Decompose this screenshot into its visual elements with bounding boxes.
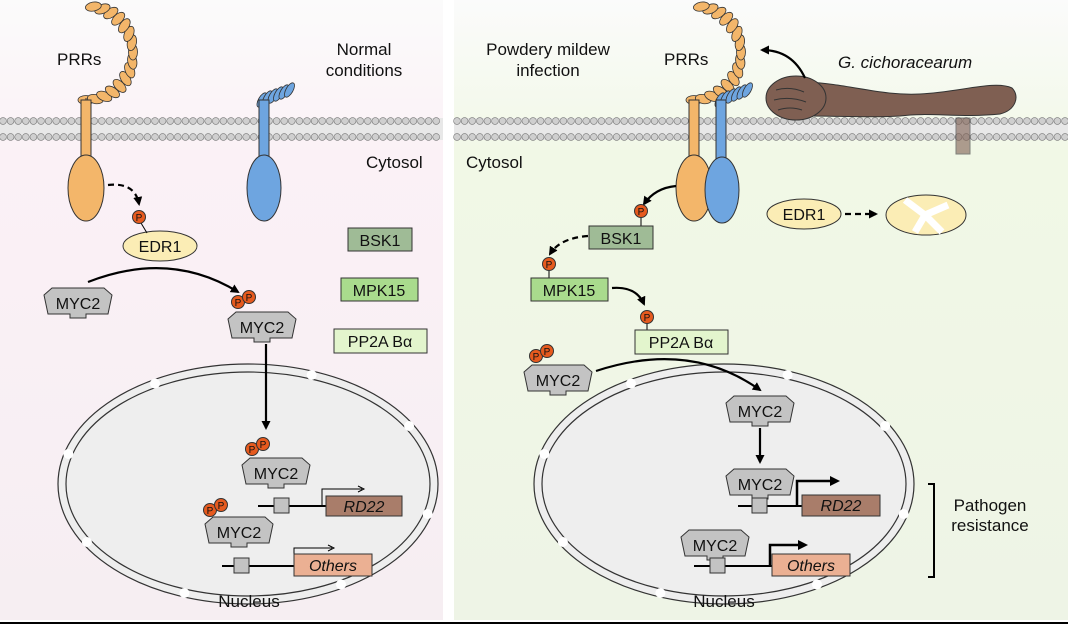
- svg-text:MYC2: MYC2: [56, 296, 101, 313]
- mpk15-box-left: MPK15: [340, 277, 419, 302]
- gene-others-right: Others: [694, 540, 851, 577]
- svg-text:PP2A Bα: PP2A Bα: [649, 335, 713, 352]
- prr-receptor-orange-right: [675, 1, 746, 222]
- svg-text:MYC2: MYC2: [738, 477, 783, 494]
- phospho-edr1-left: P: [132, 210, 148, 234]
- svg-text:MYC2: MYC2: [217, 525, 262, 542]
- svg-text:P: P: [235, 298, 242, 309]
- prr-receptor-orange-left: [67, 1, 138, 222]
- svg-text:P: P: [546, 260, 553, 271]
- svg-text:P: P: [218, 501, 225, 512]
- svg-text:P: P: [533, 352, 540, 363]
- myc2-left-phosphorylated: MYC2: [227, 311, 297, 343]
- plasma-membrane-right: [453, 117, 1068, 141]
- arrow-bsk1-to-mpk15: [548, 234, 589, 256]
- phospho-pair-myc2-left: P P: [231, 290, 256, 309]
- svg-text:MYC2: MYC2: [254, 466, 299, 483]
- phospho-bsk1-right: P: [634, 204, 648, 226]
- myc2-right-phosphorylated: MYC2: [523, 364, 593, 396]
- condition-label-left-line1: Normal: [337, 40, 392, 59]
- nucleus-right: [533, 363, 915, 605]
- edr1-left: EDR1: [122, 230, 198, 262]
- myc2-nucleus-right-rd22: MYC2: [725, 468, 795, 500]
- nucleus-label-left: Nucleus: [218, 592, 279, 611]
- myc2-nucleus-left-2: MYC2: [204, 516, 274, 548]
- condition-label-right-line2: infection: [516, 61, 579, 80]
- gene-rd22-left: RD22: [258, 485, 403, 517]
- svg-text:Others: Others: [787, 558, 835, 575]
- outcome-label-line2: resistance: [951, 516, 1028, 535]
- phospho-mpk15-right: P: [542, 257, 556, 278]
- phospho-pair-nuc-left-2: P P: [203, 498, 228, 517]
- arrow-prr-to-edr1-left: [107, 183, 143, 206]
- svg-text:BSK1: BSK1: [360, 233, 401, 250]
- edr1-right: EDR1: [766, 198, 842, 230]
- gene-rd22-right: RD22: [738, 476, 881, 517]
- myc2-nucleus-left-1: MYC2: [241, 457, 311, 489]
- pathogen-label: G. cichoracearum: [838, 53, 972, 72]
- outcome-label-line1: Pathogen: [954, 496, 1027, 515]
- svg-text:P: P: [638, 207, 645, 218]
- svg-text:PP2A Bα: PP2A Bα: [348, 334, 412, 351]
- myc2-nucleus-right-top: MYC2: [725, 395, 795, 427]
- svg-text:MYC2: MYC2: [738, 404, 783, 421]
- degraded-edr1-icon: [885, 194, 967, 236]
- phospho-pair-myc2-right: P P: [529, 344, 554, 363]
- edr1-label-left: EDR1: [139, 239, 182, 256]
- prr-receptor-blue-right: [704, 82, 753, 224]
- pp2a-box-left: PP2A Bα: [333, 328, 428, 354]
- svg-text:P: P: [249, 445, 256, 456]
- svg-text:MYC2: MYC2: [693, 538, 738, 555]
- svg-text:RD22: RD22: [344, 499, 385, 516]
- svg-text:P: P: [644, 313, 651, 324]
- prr-receptor-blue-left: [246, 82, 295, 222]
- pp2a-box-right: PP2A Bα: [634, 329, 729, 355]
- svg-text:RD22: RD22: [821, 498, 862, 515]
- cytosol-label-left: Cytosol: [366, 153, 423, 172]
- svg-text:P: P: [136, 213, 143, 224]
- svg-text:MPK15: MPK15: [543, 283, 596, 300]
- condition-label-right-line1: Powdery mildew: [486, 40, 610, 59]
- prrs-label-left: PRRs: [57, 50, 101, 69]
- svg-text:EDR1: EDR1: [783, 207, 826, 224]
- svg-text:Others: Others: [309, 558, 357, 575]
- mpk15-box-right: MPK15: [530, 277, 609, 302]
- cytosol-label-right: Cytosol: [466, 153, 523, 172]
- svg-text:MYC2: MYC2: [536, 373, 581, 390]
- bsk1-box-right: BSK1: [588, 225, 654, 250]
- svg-text:P: P: [246, 293, 253, 304]
- arrow-pathogen-to-prr: [760, 45, 806, 79]
- arrow-prr-to-bsk1: [642, 184, 677, 206]
- myc2-nucleus-right-others: MYC2: [680, 529, 750, 561]
- myc2-left-cytosol: MYC2: [43, 287, 113, 319]
- prrs-label-right: PRRs: [664, 50, 708, 69]
- plasma-membrane-left: [0, 117, 443, 141]
- svg-text:P: P: [207, 506, 214, 517]
- svg-text:P: P: [260, 440, 267, 451]
- svg-text:MYC2: MYC2: [240, 320, 285, 337]
- powdery-mildew-pathogen: [765, 75, 1017, 155]
- svg-text:MPK15: MPK15: [353, 283, 406, 300]
- svg-text:P: P: [544, 347, 551, 358]
- gene-others-left: Others: [222, 544, 373, 577]
- nucleus-label-right: Nucleus: [693, 592, 754, 611]
- pathogen-resistance-bracket: [928, 483, 935, 578]
- arrow-mpk15-to-pp2a: [611, 286, 646, 306]
- arrow-edr1-phosphorylates-myc2-left: [87, 267, 240, 294]
- arrow-pp2a-dephosphorylates-myc2: [595, 358, 762, 392]
- condition-label-left-line2: conditions: [326, 61, 403, 80]
- phospho-pp2a-right: P: [640, 310, 654, 330]
- phospho-pair-nuc-left-1: P P: [245, 437, 270, 456]
- svg-text:BSK1: BSK1: [601, 231, 642, 248]
- bsk1-box-left: BSK1: [347, 227, 413, 252]
